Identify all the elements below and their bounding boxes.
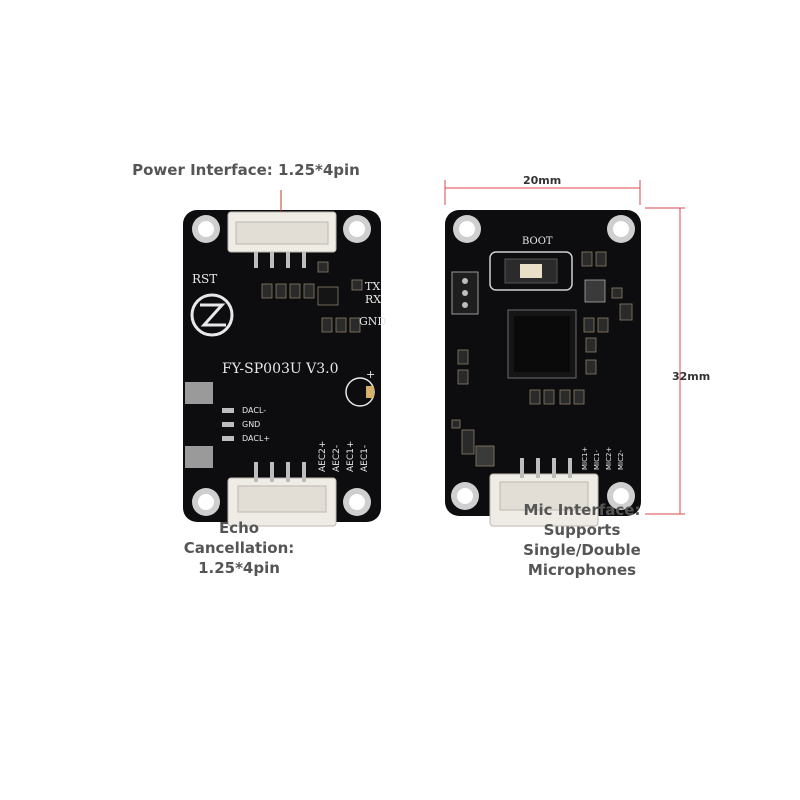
aec2-plus-label: AEC2+: [318, 441, 328, 472]
dacl-minus-label: DACL-: [242, 406, 266, 415]
left-components: [261, 261, 363, 333]
mic-connector: [489, 458, 599, 527]
aec1-plus-label: AEC1+: [346, 441, 356, 472]
echo-cancellation-callout: Echo Cancellation: 1.25*4pin: [183, 519, 295, 577]
height-dimension-line: [645, 207, 685, 515]
tx-label: TX: [365, 280, 380, 293]
right-components: [451, 251, 633, 467]
mic1-plus-label: MIC1+: [581, 447, 589, 470]
power-interface-callout: Power Interface: 1.25*4pin: [132, 161, 360, 179]
left-side-pads: [185, 382, 234, 468]
boot-label: BOOT: [522, 236, 553, 247]
mic-interface-callout: Mic Interface: Supports Single/Double Mi…: [523, 501, 641, 579]
gnd-lower-label: GND: [242, 420, 260, 429]
aec1-minus-label: AEC1-: [360, 445, 370, 472]
dacl-plus-label: DACL+: [242, 434, 270, 443]
brand-logo-icon: [190, 293, 234, 337]
mic2-plus-label: MIC2+: [605, 447, 613, 470]
aec2-minus-label: AEC2-: [332, 445, 342, 472]
echo-connector: [227, 462, 337, 527]
capacitor-outline: [345, 377, 375, 407]
right-mounting-holes: [451, 215, 635, 510]
power-connector: [227, 211, 337, 268]
left-mounting-holes: [192, 215, 371, 516]
rx-label: RX: [365, 293, 381, 306]
rst-label: RST: [192, 272, 217, 286]
height-dimension-label: 32mm: [672, 370, 711, 383]
model-label: FY-SP003U V3.0: [222, 361, 339, 377]
plus-label: +: [366, 368, 375, 381]
main-chip: [507, 309, 577, 379]
width-dimension-label: 20mm: [523, 174, 562, 187]
mic2-minus-label: MIC2-: [617, 450, 625, 470]
gnd-label: GND: [359, 315, 386, 328]
width-dimension-line: [444, 180, 641, 205]
side-header: [451, 271, 479, 315]
boot-button: [489, 251, 573, 291]
mic1-minus-label: MIC1-: [593, 450, 601, 470]
